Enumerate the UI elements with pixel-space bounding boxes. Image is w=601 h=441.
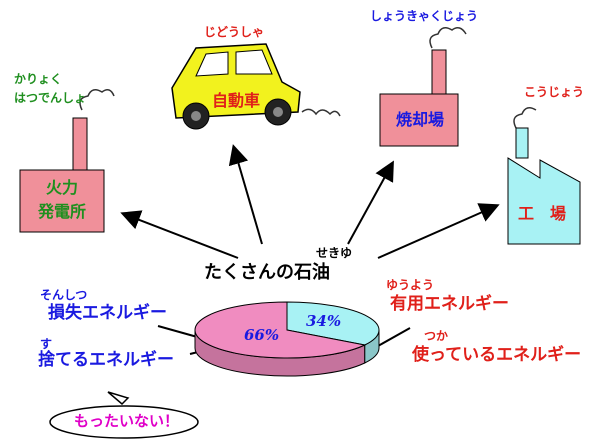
used-energy-ruby: つか: [424, 329, 449, 343]
car-ruby: じどうしゃ: [204, 25, 265, 39]
incinerator-ruby: しょうきゃくじょう: [370, 9, 479, 23]
pie-slice-0: [194, 301, 367, 359]
oil-ruby: せきゆ: [316, 246, 353, 260]
loss-energy-label: 損失エネルギー: [48, 303, 167, 323]
power-plant-title-1: 火力: [46, 178, 79, 197]
useful-energy-ruby: ゆうよう: [386, 278, 435, 292]
pie-value-label-0: 66%: [244, 326, 279, 344]
useful-energy-label: 有用エネルギー: [390, 294, 509, 314]
pie-chart: 66% 34%: [194, 301, 380, 377]
mottainai-label: もったいない！: [74, 412, 180, 430]
speech-bubble: [49, 391, 199, 439]
factory-title: 工 場: [518, 204, 567, 223]
incinerator-icon: [379, 27, 467, 147]
car-title: 自動車: [212, 91, 261, 110]
pie-value-label-1: 34%: [306, 312, 341, 330]
discard-energy-ruby: す: [40, 337, 53, 351]
incinerator-title: 焼却場: [396, 110, 445, 129]
factory-icon: [507, 107, 581, 245]
karyoku-ruby: かりょく: [14, 72, 63, 86]
arrows: [120, 144, 500, 259]
discard-energy-label: 捨てるエネルギー: [38, 350, 174, 370]
hatsudensho-ruby: はつでんしょ: [14, 91, 87, 105]
power-plant-icon: [19, 89, 115, 233]
pointer-line-useful: [377, 327, 411, 347]
power-plant-title-2: 発電所: [38, 202, 87, 221]
used-energy-label: 使っているエネルギー: [412, 345, 582, 365]
oil-title: たくさんの石油: [204, 262, 330, 283]
factory-ruby: こうじょう: [524, 85, 585, 99]
car-icon: [171, 43, 341, 130]
loss-energy-ruby: そんしつ: [40, 288, 88, 302]
